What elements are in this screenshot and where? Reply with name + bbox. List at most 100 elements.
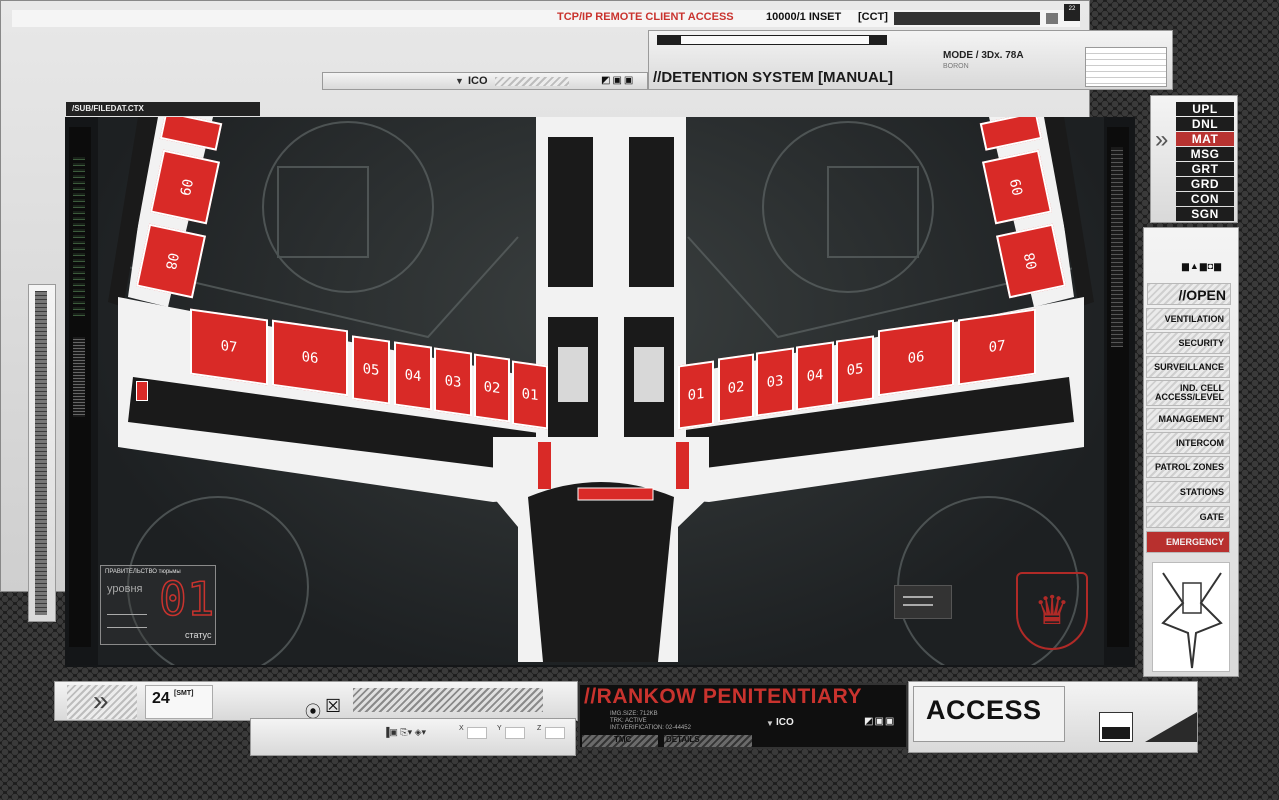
hub-floor — [528, 482, 674, 662]
cell-label: 08 — [161, 251, 181, 271]
mode-sub-label: BORON — [943, 63, 969, 70]
header-bar: TCP/IP REMOTE CLIENT ACCESS 10000/1 INSE… — [12, 4, 1080, 27]
cell-label: 01 — [521, 385, 539, 405]
axis-x-input[interactable] — [467, 727, 487, 739]
cell-right-02[interactable]: 02 — [718, 353, 754, 423]
facility-name: //RANKOW PENITENTIARY — [584, 685, 863, 708]
menu-item-dnl[interactable]: DNL — [1176, 117, 1234, 131]
cell-right-01[interactable]: 01 — [678, 360, 714, 430]
tower-stairs-b — [634, 347, 664, 402]
axis-y-input[interactable] — [505, 727, 525, 739]
left-door-marker[interactable] — [136, 381, 148, 401]
option-emergency[interactable]: EMERGENCY — [1146, 531, 1230, 553]
menu-item-grt[interactable]: GRT — [1176, 162, 1234, 176]
double-eagle-icon: ♛ — [1034, 589, 1070, 633]
option-gate[interactable]: GATE — [1146, 506, 1230, 528]
cell-right-06[interactable]: 06 — [878, 319, 954, 397]
header-square[interactable] — [1046, 13, 1058, 24]
panel-window-icons[interactable]: ◩▣▣ — [864, 716, 896, 727]
tower-room-a — [548, 137, 593, 287]
mini-map-svg — [1161, 572, 1223, 669]
option-patrol-zones[interactable]: PATROL ZONES — [1146, 456, 1230, 478]
coat-of-arms-emblem: ♛ — [1016, 572, 1088, 650]
cct-label: [CCT] — [858, 11, 888, 23]
option-surveillance[interactable]: SURVEILLANCE — [1146, 356, 1230, 378]
cell-left-05[interactable]: 05 — [352, 335, 390, 405]
mini-map-thumbnail[interactable] — [1152, 562, 1230, 672]
cell-label: 08 — [1021, 251, 1041, 271]
left-gauge-strip — [35, 291, 47, 615]
access-chart — [1099, 712, 1133, 742]
remote-access-label: TCP/IP REMOTE CLIENT ACCESS — [557, 11, 734, 23]
level-lines — [107, 614, 147, 628]
government-label: ПРАВИТЕЛЬСТВО тюрьмы — [105, 569, 181, 575]
option-security[interactable]: SECURITY — [1146, 332, 1230, 354]
chevron-button[interactable]: » — [67, 685, 137, 719]
menu-item-upl[interactable]: UPL — [1176, 102, 1234, 116]
options-icons: ▆▲▆◘▆ — [1182, 261, 1223, 271]
chart-fill — [1102, 727, 1130, 739]
menu-item-mat[interactable]: MAT — [1176, 132, 1234, 146]
close-box-icon[interactable]: ☒ — [325, 696, 342, 716]
chevron-right-icon: » — [93, 685, 109, 716]
ico-hatch — [495, 77, 569, 86]
access-label-box[interactable]: ACCESS — [913, 686, 1065, 742]
option-management[interactable]: MANAGEMENT — [1146, 408, 1230, 430]
cell-left-04[interactable]: 04 — [394, 341, 432, 411]
cell-left-07[interactable]: 07 — [190, 308, 268, 386]
details-tab[interactable]: DETAILS — [664, 735, 752, 747]
status-readout-a — [73, 157, 85, 317]
status-readout-b — [73, 337, 85, 417]
target-icon[interactable]: ⦿ — [305, 704, 322, 721]
header-white-slot — [681, 36, 869, 44]
coordinate-strip: ▐▣ ⎘▾ ◈▾ X Y Z — [250, 718, 576, 756]
detention-title: //DETENTION SYSTEM [MANUAL] — [653, 69, 893, 86]
ico-triangle-icon: ▼ — [455, 76, 464, 86]
axis-z-input[interactable] — [545, 727, 565, 739]
floor-plan-svg — [108, 117, 1094, 665]
cell-right-04[interactable]: 04 — [796, 341, 834, 411]
right-status-column — [1107, 127, 1129, 647]
cell-label: 04 — [806, 366, 824, 386]
menu-item-con[interactable]: CON — [1176, 192, 1234, 206]
cell-right-03[interactable]: 03 — [756, 347, 794, 417]
right-corridor — [649, 377, 1074, 475]
access-panel: ACCESS — [908, 681, 1198, 753]
facility-panel: //RANKOW PENITENTIARY IMG.SIZE: 712KB TR… — [578, 683, 908, 749]
cell-right-05[interactable]: 05 — [836, 335, 874, 405]
right-readout — [1111, 147, 1123, 347]
ico-window-icons[interactable]: ◩▣▣ — [601, 75, 636, 86]
cell-label: 02 — [483, 378, 501, 398]
tool-icons[interactable]: ▐▣ ⎘▾ ◈▾ — [383, 727, 427, 737]
readout-line — [903, 604, 933, 606]
left-corridor — [128, 377, 553, 475]
bottom-hatch-bar — [353, 688, 543, 712]
menu-item-sgn[interactable]: SGN — [1176, 207, 1234, 221]
expand-chevron-icon[interactable]: » — [1155, 126, 1169, 153]
menu-item-msg[interactable]: MSG — [1176, 147, 1234, 161]
axis-z-label: Z — [537, 725, 542, 732]
cell-left-01[interactable]: 01 — [512, 360, 548, 430]
cell-left-03[interactable]: 03 — [434, 347, 472, 417]
menu-item-grd[interactable]: GRD — [1176, 177, 1234, 191]
ico-triangle-icon: ▼ — [766, 719, 774, 728]
option-intercom[interactable]: INTERCOM — [1146, 432, 1230, 454]
level-label: уровня — [107, 583, 143, 595]
hub-red-bar-left — [538, 442, 551, 489]
time-unit: [SMT] — [174, 690, 194, 697]
hub-red-bar-center — [577, 487, 654, 501]
cell-left-06[interactable]: 06 — [272, 319, 348, 397]
option-ventilation[interactable]: VENTILATION — [1146, 308, 1230, 330]
cell-label: 03 — [444, 372, 462, 392]
cell-left-02[interactable]: 02 — [474, 353, 510, 423]
trk-label: TRK: ACTIVE — [610, 718, 647, 724]
tmc-tab[interactable]: TMC — [582, 735, 658, 747]
cell-right-07[interactable]: 07 — [958, 308, 1036, 386]
option-stations[interactable]: STATIONS — [1146, 481, 1230, 503]
tmc-label: TMC — [614, 735, 632, 744]
cell-label: 02 — [727, 378, 745, 398]
floor-plan-map[interactable]: 07 06 05 04 03 02 01 01 02 03 04 05 06 0… — [98, 117, 1104, 665]
cell-label: 04 — [404, 366, 422, 386]
option-cell-access[interactable]: IND. CELL ACCESS/LEVEL — [1146, 380, 1230, 406]
mode-label: MODE / 3Dx. 78A — [943, 50, 1024, 61]
